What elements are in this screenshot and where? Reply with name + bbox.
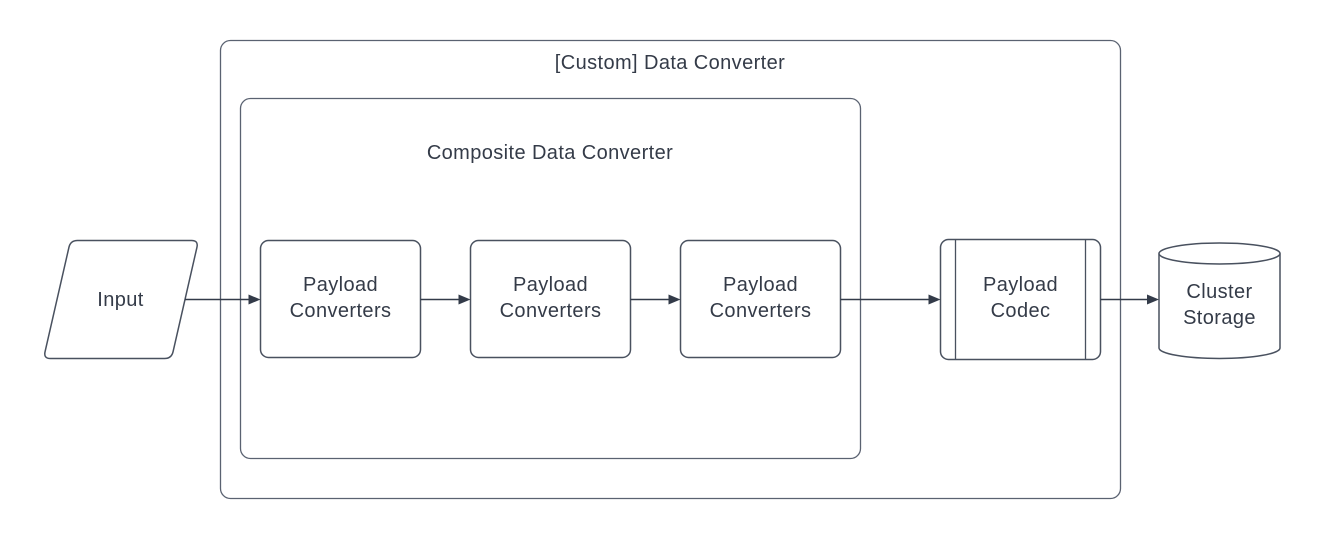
arrowhead-icon <box>458 294 471 305</box>
arrowhead-icon <box>668 294 681 305</box>
payload-converters-box-2 <box>469 239 632 359</box>
edge-converter-2-to-converter-3 <box>630 294 681 305</box>
arrowhead-icon <box>928 294 941 305</box>
arrowhead-icon <box>248 294 261 305</box>
cluster-storage-top <box>1158 242 1281 265</box>
arrowhead-icon <box>1147 294 1159 305</box>
edge-input-to-converter-1 <box>185 294 261 305</box>
payload-codec-box <box>939 238 1102 361</box>
payload-converters-box-3 <box>679 239 842 359</box>
cluster-storage-node <box>1158 242 1281 360</box>
input-node <box>44 239 198 360</box>
cluster-storage-body <box>1158 253 1281 360</box>
payload-converters-box-1 <box>259 239 422 359</box>
edge-converter-3-to-codec <box>840 294 941 305</box>
payload-codec-node <box>939 238 1102 361</box>
edge-converter-1-to-converter-2 <box>420 294 471 305</box>
edge-codec-to-storage <box>1100 294 1159 305</box>
